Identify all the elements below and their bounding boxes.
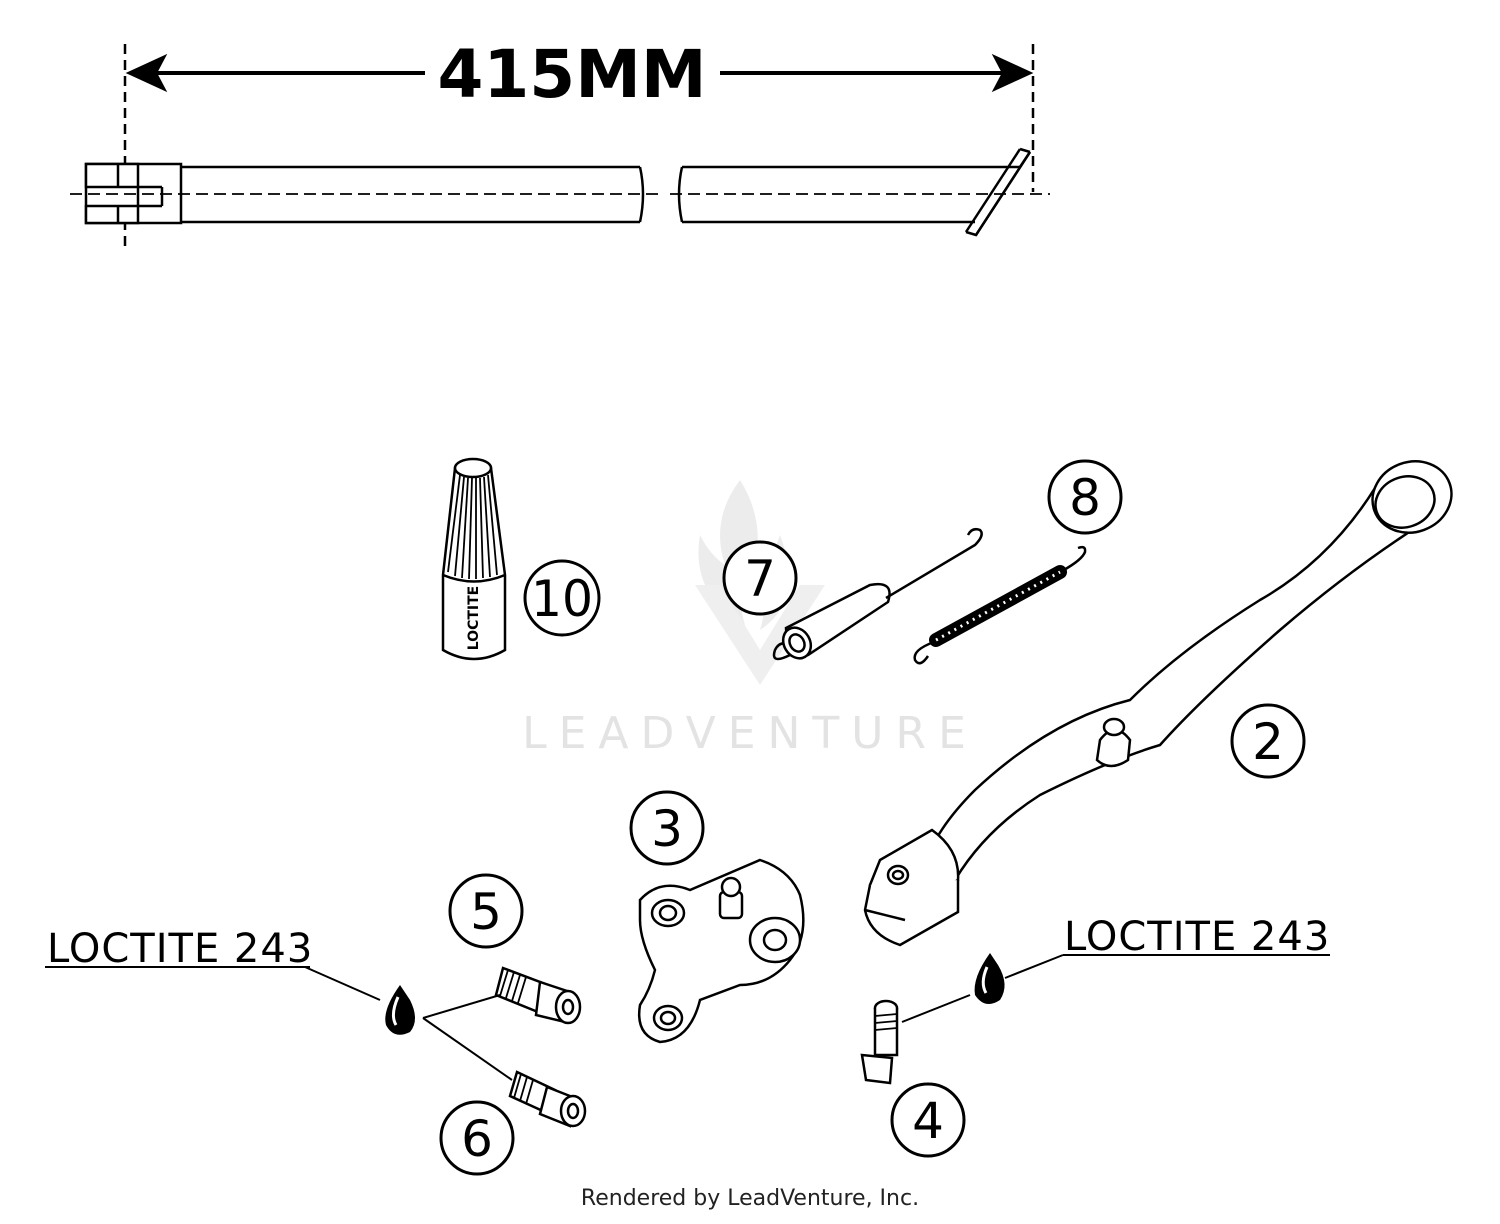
callout-6: 6 [439, 1100, 515, 1176]
dimension-label: 415MM [437, 36, 706, 113]
dimension-drawing [70, 44, 1050, 246]
loctite-label-right: LOCTITE 243 [1064, 914, 1330, 960]
stud-4 [860, 999, 899, 1085]
callout-4: 4 [890, 1082, 966, 1158]
side-stand [863, 460, 1453, 947]
callout-5-label: 5 [470, 883, 502, 941]
spring-8 [913, 545, 1087, 665]
dimension-arrow-right [720, 53, 1034, 93]
callout-6-label: 6 [461, 1110, 493, 1168]
loctite-drop-right-icon [974, 953, 1005, 1004]
callout-2-label: 2 [1252, 713, 1284, 771]
callout-4-label: 4 [912, 1092, 944, 1150]
callout-8-label: 8 [1069, 469, 1101, 527]
loctite-label-left: LOCTITE 243 [47, 926, 313, 972]
bolt-5 [494, 966, 582, 1025]
bolt-6 [508, 1070, 587, 1128]
callout-5: 5 [448, 873, 524, 949]
watermark-text: LEADVENTURE [522, 708, 978, 759]
stand-rod [70, 147, 1050, 237]
callout-10-label: 10 [531, 570, 593, 628]
watermark-v-icon [695, 585, 825, 685]
spring-7 [772, 527, 983, 661]
callout-7: 7 [722, 540, 798, 616]
callout-2: 2 [1230, 703, 1306, 779]
callout-3-label: 3 [651, 800, 683, 858]
callout-8: 8 [1047, 459, 1123, 535]
bracket [637, 858, 805, 1044]
loctite-drop-left-icon [385, 985, 415, 1035]
dimension-arrow-left [125, 53, 425, 93]
loctite-bottle: LOCTITE [441, 457, 507, 661]
callout-7-label: 7 [744, 550, 776, 608]
footer-credit: Rendered by LeadVenture, Inc. [580, 1186, 920, 1211]
callout-3: 3 [629, 790, 705, 866]
leader-lines [45, 954, 1330, 1081]
bottle-label: LOCTITE [466, 586, 482, 650]
callout-10: 10 [523, 559, 601, 637]
